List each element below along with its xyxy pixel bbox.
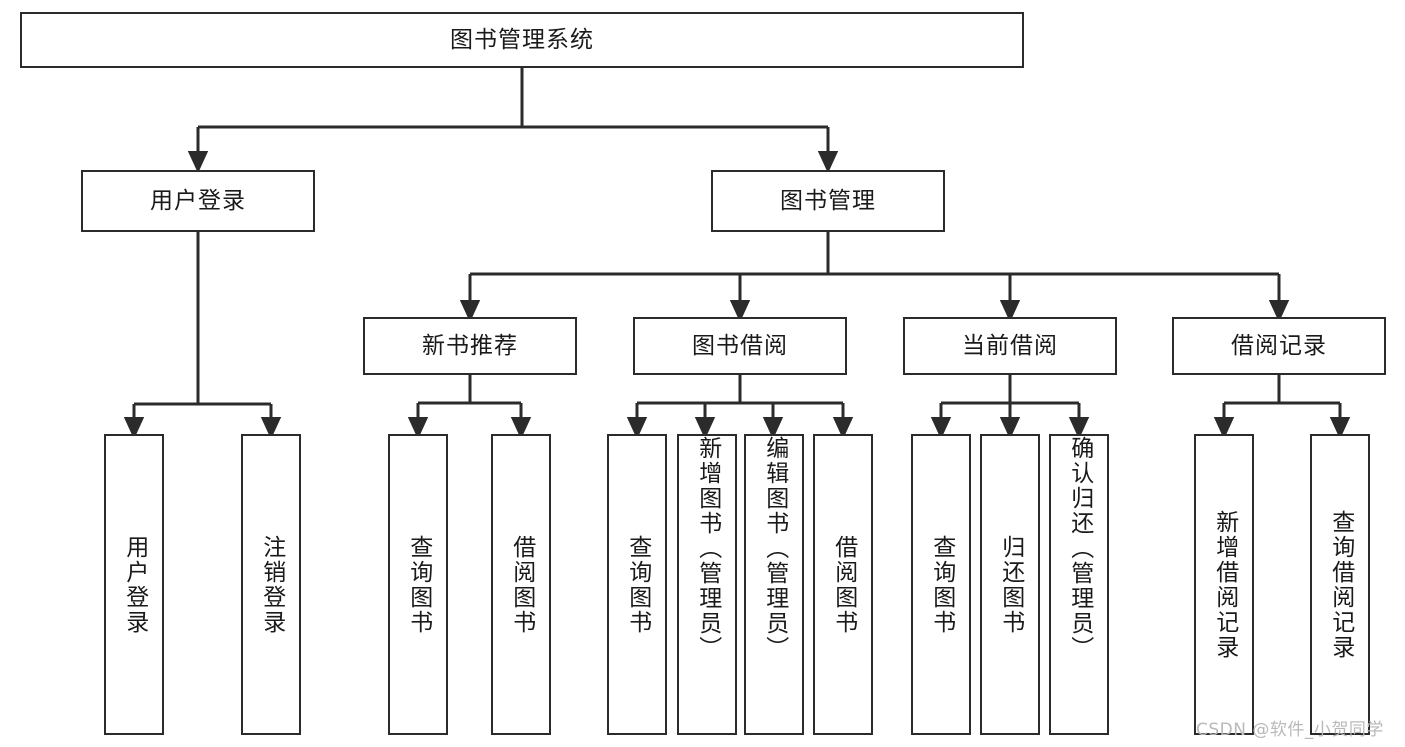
leaf-query-borrow-record[interactable]: 查询借阅记录 <box>1310 434 1370 735</box>
node-label: 查询图书 <box>624 534 651 635</box>
node-label: 图书借阅 <box>692 332 788 359</box>
node-label: 归还图书 <box>997 534 1024 635</box>
node-label: 用户登录 <box>150 187 246 214</box>
leaf-query-book-borrow[interactable]: 查询图书 <box>607 434 667 735</box>
node-label: 查询图书 <box>405 534 432 635</box>
node-label: 借阅图书 <box>830 534 857 635</box>
node-user-login[interactable]: 用户登录 <box>81 170 315 232</box>
leaf-query-book-recommend[interactable]: 查询图书 <box>388 434 448 735</box>
leaf-edit-book[interactable]: 编辑图书（管理员） <box>744 434 804 735</box>
node-label: 新增图书（管理员） <box>694 436 721 661</box>
node-current-borrow[interactable]: 当前借阅 <box>903 317 1117 375</box>
node-label: 图书管理 <box>780 187 876 214</box>
node-label: 当前借阅 <box>962 332 1058 359</box>
leaf-borrow-book-recommend[interactable]: 借阅图书 <box>491 434 551 735</box>
csdn-watermark: CSDN @软件_小贺同学 <box>1196 720 1384 740</box>
leaf-query-book-current[interactable]: 查询图书 <box>911 434 971 735</box>
node-label: 借阅图书 <box>508 534 535 635</box>
node-label: 编辑图书（管理员） <box>761 436 788 661</box>
node-label: 查询借阅记录 <box>1327 509 1354 660</box>
node-label: 图书管理系统 <box>450 26 594 53</box>
node-book-borrow[interactable]: 图书借阅 <box>633 317 847 375</box>
leaf-add-borrow-record[interactable]: 新增借阅记录 <box>1194 434 1254 735</box>
node-label: 注销登录 <box>258 534 285 635</box>
node-book-management[interactable]: 图书管理 <box>711 170 945 232</box>
leaf-add-book[interactable]: 新增图书（管理员） <box>677 434 737 735</box>
node-label: 确认归还（管理员） <box>1066 436 1093 661</box>
node-label: 用户登录 <box>121 534 148 635</box>
leaf-return-book[interactable]: 归还图书 <box>980 434 1040 735</box>
node-label: 新增借阅记录 <box>1211 509 1238 660</box>
leaf-borrow-book[interactable]: 借阅图书 <box>813 434 873 735</box>
leaf-confirm-return[interactable]: 确认归还（管理员） <box>1049 434 1109 735</box>
node-new-book-recommend[interactable]: 新书推荐 <box>363 317 577 375</box>
node-book-management-system[interactable]: 图书管理系统 <box>20 12 1024 68</box>
node-label: 新书推荐 <box>422 332 518 359</box>
leaf-user-login[interactable]: 用户登录 <box>104 434 164 735</box>
node-label: 查询图书 <box>928 534 955 635</box>
node-borrow-record[interactable]: 借阅记录 <box>1172 317 1386 375</box>
leaf-logout-login[interactable]: 注销登录 <box>241 434 301 735</box>
node-label: 借阅记录 <box>1231 332 1327 359</box>
